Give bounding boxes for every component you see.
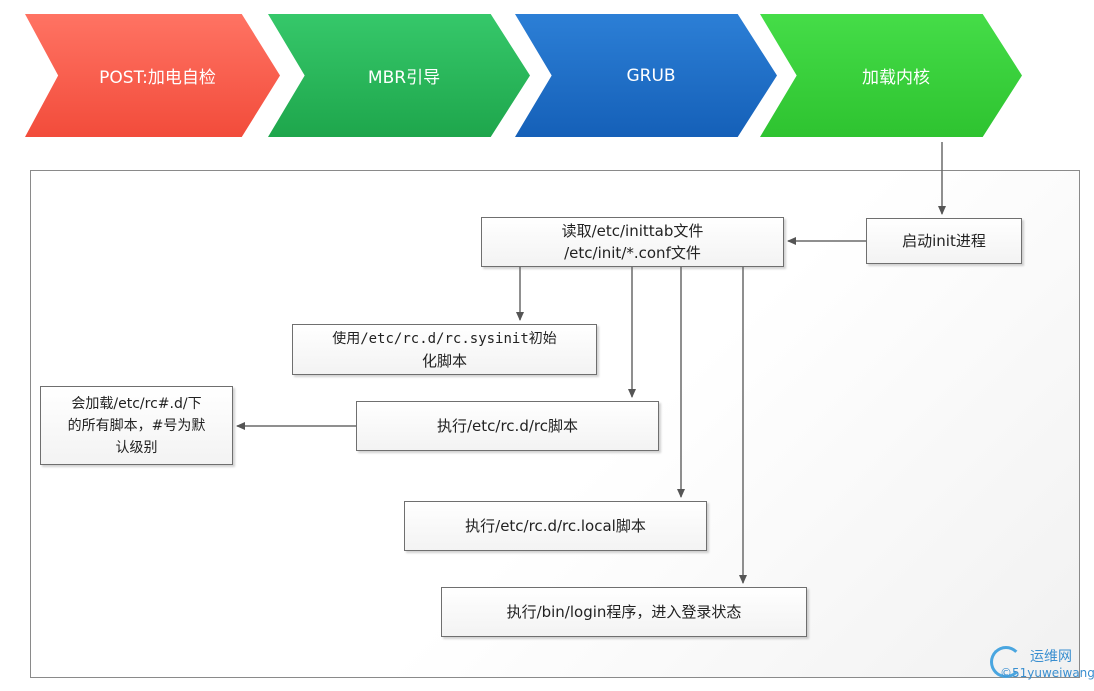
stage-mbr-label: MBR引导 <box>367 68 441 88</box>
stage-post-label: POST:加电自检 <box>99 68 216 88</box>
rc-script-box: 执行/etc/rc.d/rc脚本 <box>356 401 659 451</box>
start-init-label: 启动init进程 <box>902 232 986 250</box>
start-init-box: 启动init进程 <box>866 218 1022 264</box>
runlevel-box: 会加载/etc/rc#.d/下 的所有脚本，#号为默 认级别 <box>40 386 233 465</box>
sysinit-line2: 化脚本 <box>421 351 467 370</box>
stage-grub: GRUB <box>515 14 777 137</box>
sysinit-box: 使用/etc/rc.d/rc.sysinit初始 化脚本 <box>292 324 597 375</box>
rc-script-label: 执行/etc/rc.d/rc脚本 <box>437 417 578 435</box>
login-box: 执行/bin/login程序，进入登录状态 <box>441 587 807 637</box>
stage-post: POST:加电自检 <box>25 14 280 137</box>
watermark-logo-icon <box>990 646 1022 678</box>
read-inittab-box: 读取/etc/inittab文件 /etc/init/*.conf文件 <box>481 217 784 267</box>
watermark: 运维网 ©51yuweiwang <box>986 640 1094 686</box>
rc-local-label: 执行/etc/rc.d/rc.local脚本 <box>465 517 646 535</box>
read-inittab-line2: /etc/init/*.conf文件 <box>564 244 701 262</box>
stage-kernel: 加载内核 <box>760 14 1022 137</box>
stage-grub-label: GRUB <box>626 65 676 86</box>
rc-local-box: 执行/etc/rc.d/rc.local脚本 <box>404 501 707 551</box>
watermark-subtitle: ©51yuweiwang <box>1000 666 1094 680</box>
runlevel-line1: 会加载/etc/rc#.d/下 <box>71 395 202 412</box>
login-label: 执行/bin/login程序，进入登录状态 <box>506 603 742 621</box>
runlevel-line3: 认级别 <box>115 439 158 456</box>
stage-kernel-label: 加载内核 <box>862 68 930 88</box>
watermark-title: 运维网 <box>1030 649 1072 665</box>
sysinit-line1: 使用/etc/rc.d/rc.sysinit初始 <box>332 330 557 347</box>
stage-mbr: MBR引导 <box>268 14 530 137</box>
runlevel-line2: 的所有脚本，#号为默 <box>67 417 206 434</box>
read-inittab-line1: 读取/etc/inittab文件 <box>561 222 704 240</box>
